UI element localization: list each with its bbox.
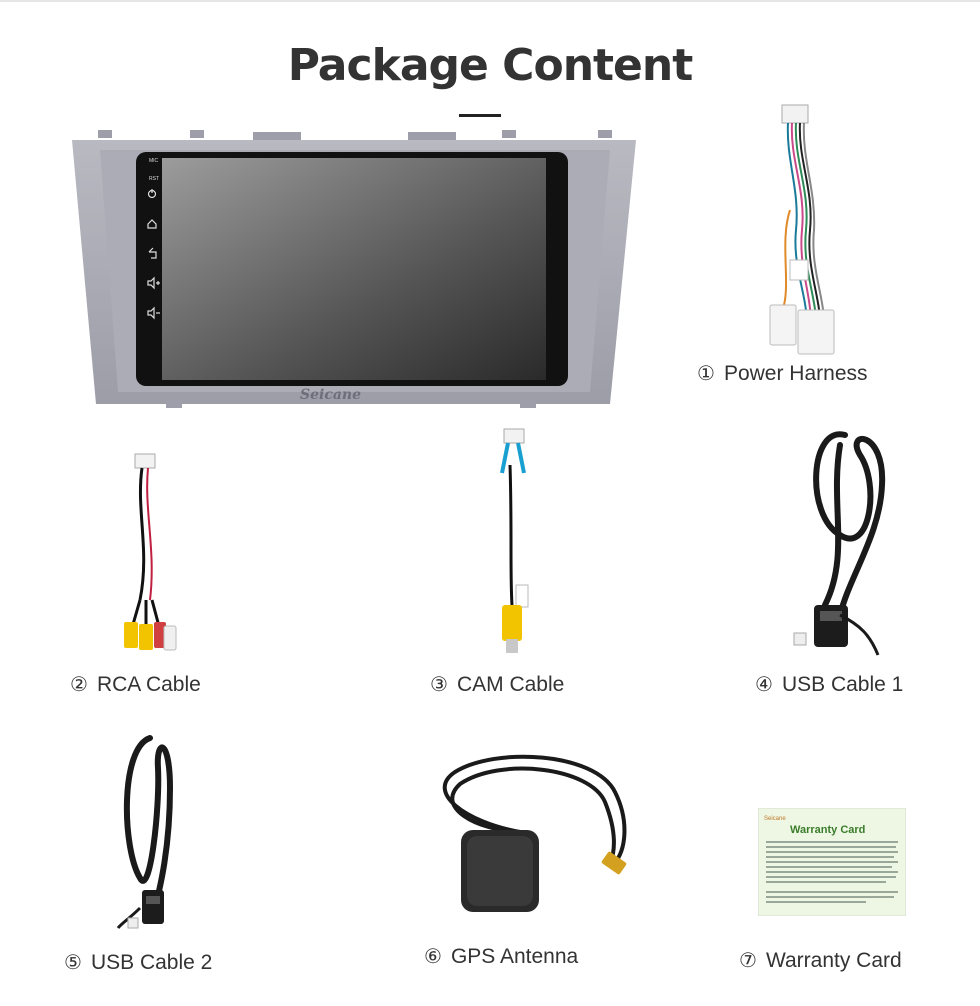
item-number: ①: [697, 361, 715, 385]
rca-cable-image: [124, 453, 177, 651]
item-label-usb-cable-1: ④ USB Cable 1: [755, 672, 903, 697]
item-name: RCA Cable: [96, 673, 201, 696]
usb-cable-1-image: [793, 431, 886, 656]
brand-logo: Seicane: [300, 387, 361, 403]
warranty-card-image: Seicane Warranty Card: [758, 808, 906, 916]
head-unit-image: MIC RST Seicane: [72, 130, 636, 408]
cam-cable-image: [500, 428, 529, 653]
item-name: GPS Antenna: [450, 945, 579, 968]
mic-label: MIC: [149, 158, 159, 164]
page-title: Package Content: [287, 40, 694, 91]
item-label-cam-cable: ③ CAM Cable: [430, 672, 564, 697]
item-name: USB Cable 2: [90, 951, 213, 974]
item-name: USB Cable 1: [781, 673, 904, 696]
warranty-card-brand: Seicane: [764, 816, 786, 822]
rst-label: RST: [149, 176, 159, 182]
item-number: ⑦: [739, 948, 757, 972]
power-button-icon[interactable]: [147, 189, 157, 199]
item-number: ⑥: [424, 944, 442, 968]
top-divider: [0, 0, 980, 2]
item-number: ⑤: [64, 950, 82, 974]
item-number: ③: [430, 672, 448, 696]
item-label-warranty-card: ⑦ Warranty Card: [739, 948, 902, 973]
home-button-icon[interactable]: [147, 219, 157, 229]
item-name: Power Harness: [723, 362, 868, 385]
item-number: ②: [70, 672, 88, 696]
power-harness-image: [769, 104, 835, 355]
item-number: ④: [755, 672, 773, 696]
back-button-icon[interactable]: [148, 247, 157, 259]
gps-antenna-image: [442, 754, 627, 912]
title-underline: [459, 114, 501, 117]
item-label-power-harness: ① Power Harness: [697, 361, 868, 386]
volume-down-icon[interactable]: [147, 306, 160, 320]
item-label-usb-cable-2: ⑤ USB Cable 2: [64, 950, 212, 975]
volume-up-icon[interactable]: [147, 276, 160, 290]
warranty-card-heading: Warranty Card: [790, 824, 865, 836]
item-name: Warranty Card: [765, 949, 902, 972]
item-name: CAM Cable: [456, 673, 565, 696]
item-label-rca-cable: ② RCA Cable: [70, 672, 201, 697]
usb-cable-2-image: [116, 735, 174, 929]
item-label-gps-antenna: ⑥ GPS Antenna: [424, 944, 578, 969]
